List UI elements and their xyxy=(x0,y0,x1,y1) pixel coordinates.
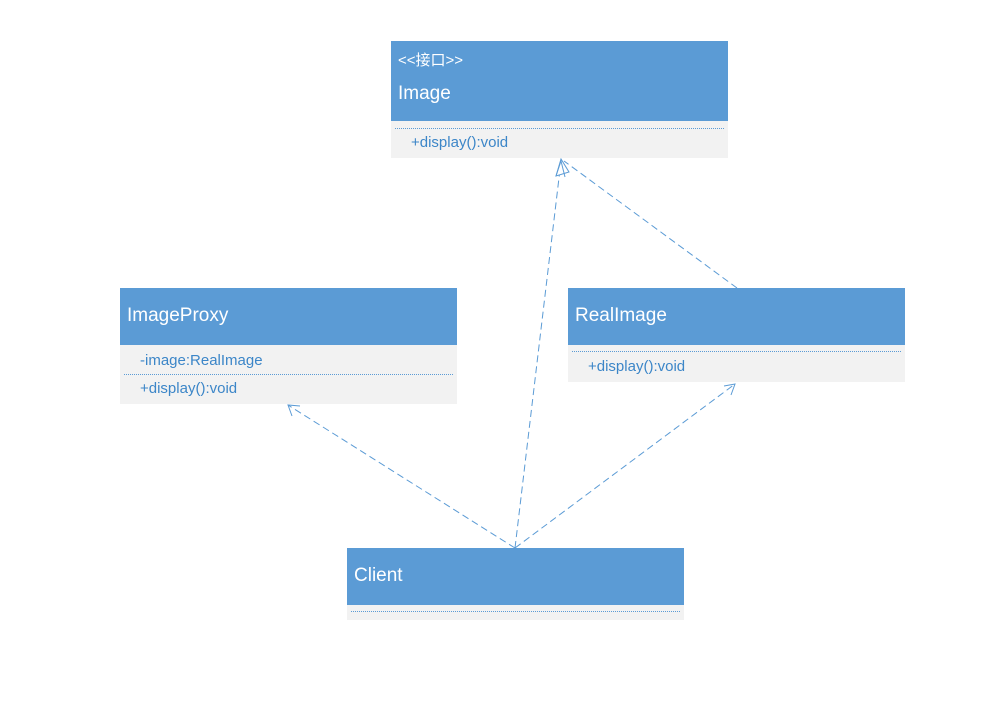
class-imageproxy-body: -image:RealImage +display():void xyxy=(120,345,457,404)
dependency-arrowhead-imageproxy xyxy=(287,404,301,417)
class-client[interactable]: Client xyxy=(347,548,684,620)
dependency-arrowhead-realimage xyxy=(723,383,736,396)
dependency-client-to-realimage xyxy=(514,383,736,549)
class-client-header: Client xyxy=(347,548,684,605)
class-image-name: Image xyxy=(398,83,451,104)
class-imageproxy-header: ImageProxy xyxy=(120,288,457,345)
class-client-name: Client xyxy=(354,565,403,586)
class-imageproxy-name: ImageProxy xyxy=(127,305,229,326)
class-imageproxy-method: +display():void xyxy=(140,380,238,397)
class-image[interactable]: <<接口>> Image +display():void xyxy=(391,41,728,158)
dependency-client-to-imageproxy xyxy=(287,404,516,549)
realization-realimage-to-image xyxy=(563,160,738,289)
dependency-client-to-image xyxy=(514,160,562,549)
class-realimage[interactable]: RealImage +display():void xyxy=(568,288,905,382)
class-image-divider xyxy=(395,128,724,129)
class-imageproxy[interactable]: ImageProxy -image:RealImage +display():v… xyxy=(120,288,457,404)
class-realimage-method: +display():void xyxy=(588,358,686,375)
class-client-divider xyxy=(351,611,680,612)
class-realimage-name: RealImage xyxy=(575,305,667,326)
class-image-header: <<接口>> Image xyxy=(391,41,728,121)
class-realimage-body: +display():void xyxy=(568,345,905,382)
class-image-method: +display():void xyxy=(411,134,509,151)
class-imageproxy-divider xyxy=(124,374,453,375)
dependency-arrowhead-image xyxy=(555,159,566,178)
class-image-stereotype: <<接口>> xyxy=(398,52,464,69)
class-realimage-header: RealImage xyxy=(568,288,905,345)
class-realimage-divider xyxy=(572,351,901,352)
class-imageproxy-attribute: -image:RealImage xyxy=(140,352,263,369)
class-image-body: +display():void xyxy=(391,121,728,158)
class-client-body xyxy=(347,605,684,620)
